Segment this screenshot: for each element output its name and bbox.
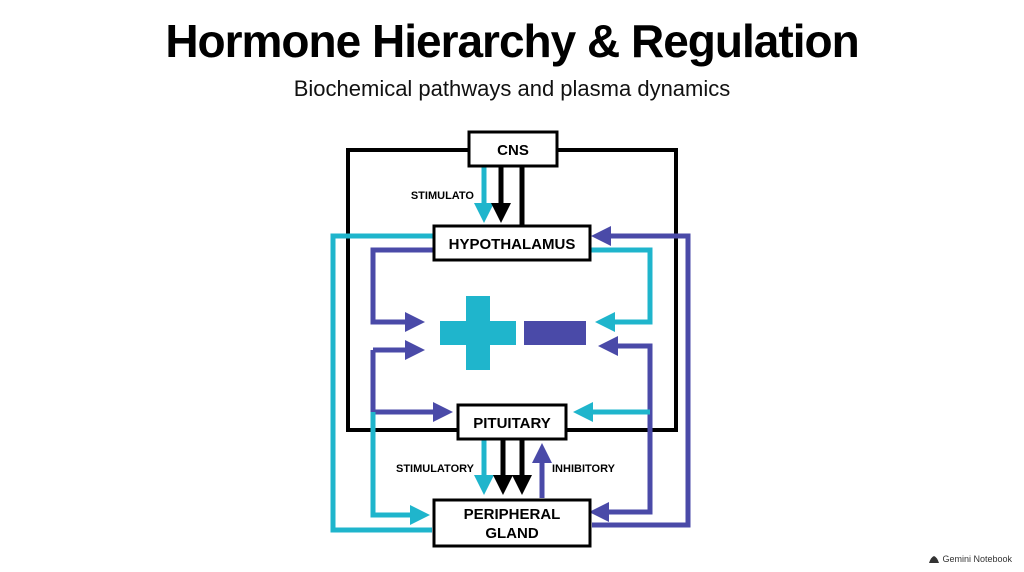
page-title: Hormone Hierarchy & Regulation <box>165 15 859 67</box>
cns-node: CNS <box>467 130 559 168</box>
hypothalamus-to-peripheral-left-cyan <box>330 233 434 533</box>
peripheral-label-line1: PERIPHERAL <box>464 506 561 523</box>
pituitary-to-plus-purple <box>370 347 448 415</box>
peripheral-to-hypothalamus-right-purple <box>591 226 691 528</box>
hypothalamus-to-minus-cyan <box>590 247 653 332</box>
pituitary-node: PITUITARY <box>456 403 568 441</box>
cns-outer-loop <box>346 148 678 432</box>
footer-brand: Gemini Notebook <box>929 554 1012 564</box>
minus-sign-icon <box>524 321 586 345</box>
left-cyan-to-peripheral <box>370 412 430 525</box>
page-subtitle: Biochemical pathways and plasma dynamics <box>293 76 731 101</box>
gemini-logo-icon <box>929 555 940 563</box>
peripheral-label-line2: GLAND <box>485 525 538 542</box>
cns-stimulatory-label: STIMULATO <box>411 190 475 202</box>
peripheral-gland-node: PERIPHERAL GLAND <box>432 498 592 548</box>
hypothalamus-to-plus-purple <box>370 247 434 332</box>
cns-label: CNS <box>497 142 529 159</box>
pituitary-inhibitory-label: INHIBITORY <box>552 463 616 475</box>
pituitary-label: PITUITARY <box>473 415 551 432</box>
hypothalamus-label: HYPOTHALAMUS <box>449 236 576 253</box>
plus-sign-icon <box>440 296 516 370</box>
footer-brand-label: Gemini Notebook <box>942 554 1012 564</box>
pituitary-stimulatory-label: STIMULATORY <box>396 463 475 475</box>
hypothalamus-node: HYPOTHALAMUS <box>432 224 592 262</box>
